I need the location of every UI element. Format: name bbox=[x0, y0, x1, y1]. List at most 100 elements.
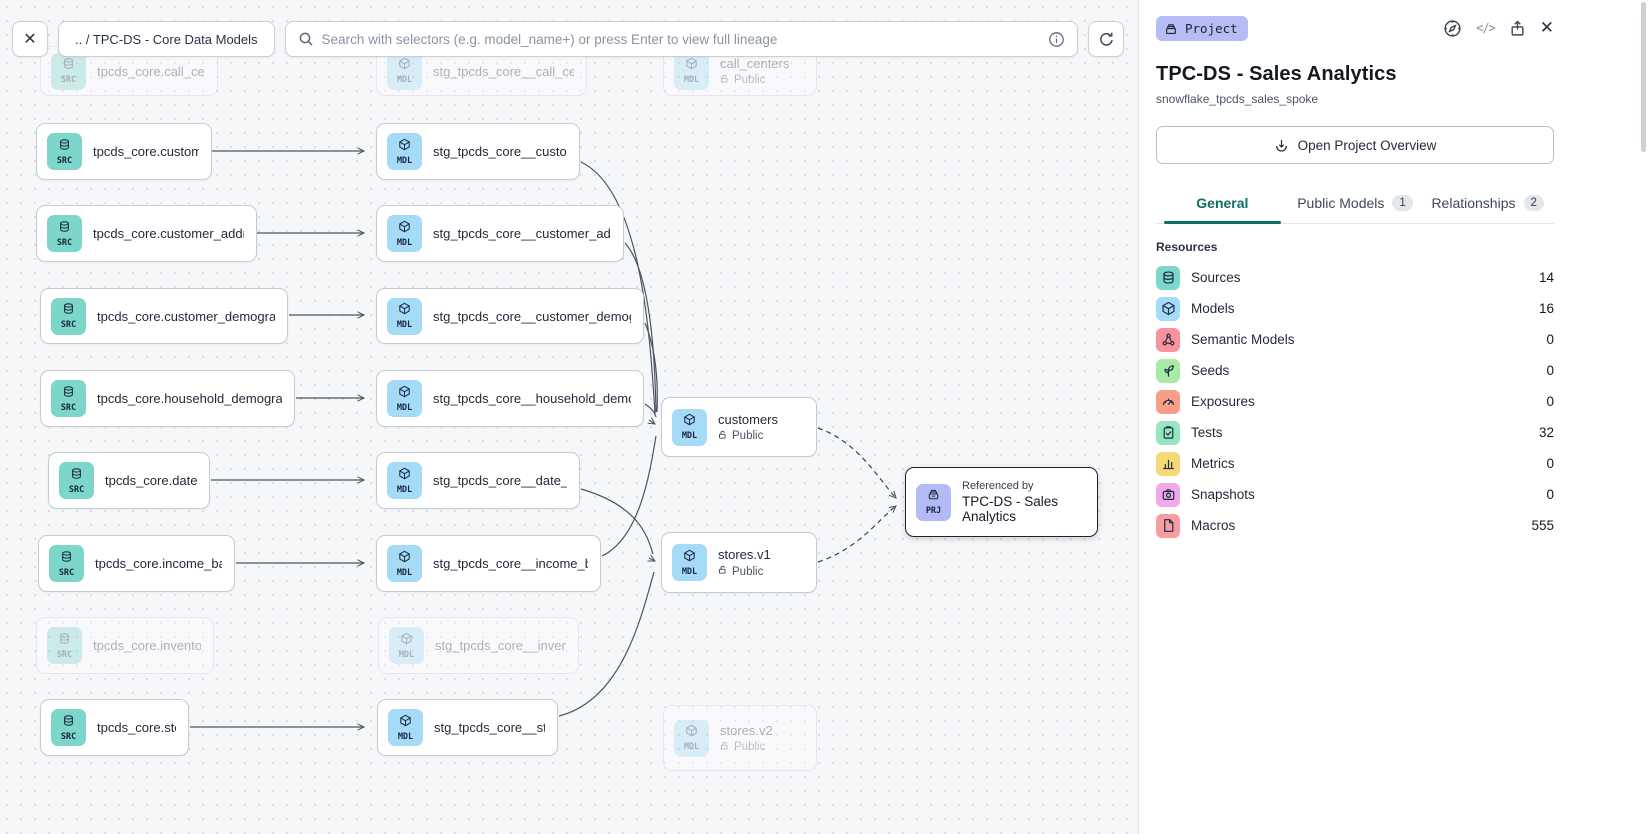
refresh-lineage-button[interactable] bbox=[1088, 21, 1124, 57]
node-type-badge: MDL bbox=[672, 544, 707, 581]
database-icon bbox=[58, 220, 71, 238]
graph-node-prj[interactable]: PRJ Referenced by TPC-DS - Sales Analytic… bbox=[905, 467, 1098, 537]
node-label: stg_tpcds_core__customer_address bbox=[433, 226, 611, 241]
resource-type-label: Project bbox=[1185, 21, 1238, 36]
node-type-badge: MDL bbox=[387, 297, 422, 335]
node-type-label: MDL bbox=[396, 484, 413, 495]
node-type-label: MDL bbox=[398, 649, 415, 660]
semantic-graph-icon bbox=[1156, 327, 1180, 352]
resource-row-semantic-models[interactable]: Semantic Models 0 bbox=[1156, 327, 1554, 352]
open-project-overview-button[interactable]: Open Project Overview bbox=[1156, 126, 1554, 164]
resource-label: Tests bbox=[1191, 425, 1223, 440]
breadcrumb[interactable]: .. / TPC-DS - Core Data Models bbox=[58, 21, 275, 57]
resource-row-metrics[interactable]: Metrics 0 bbox=[1156, 451, 1554, 476]
resource-count: 32 bbox=[1538, 425, 1554, 440]
node-type-badge: SRC bbox=[51, 709, 86, 746]
node-label: TPC-DS - Sales Analytics bbox=[962, 494, 1059, 524]
detail-panel: Project </> ✕ TPC-DS - Sales Analytics s… bbox=[1138, 0, 1648, 834]
explore-lineage-icon[interactable] bbox=[1443, 19, 1462, 38]
node-access: Public bbox=[732, 430, 764, 442]
node-type-label: MDL bbox=[396, 155, 413, 166]
node-type-badge: PRJ bbox=[916, 483, 951, 521]
node-type-badge: MDL bbox=[387, 462, 422, 499]
share-icon[interactable] bbox=[1509, 20, 1526, 37]
cube-icon bbox=[685, 724, 698, 742]
lineage-edge bbox=[601, 435, 657, 557]
camera-icon bbox=[1156, 482, 1180, 507]
node-type-label: SRC bbox=[56, 237, 73, 248]
resource-row-snapshots[interactable]: Snapshots 0 bbox=[1156, 482, 1554, 507]
node-type-label: MDL bbox=[396, 402, 413, 413]
resource-row-seeds[interactable]: Seeds 0 bbox=[1156, 358, 1554, 383]
node-type-label: SRC bbox=[68, 484, 85, 495]
node-type-badge: MDL bbox=[387, 215, 422, 252]
search-input[interactable] bbox=[321, 31, 1040, 47]
database-icon bbox=[58, 138, 71, 156]
node-label: stg_tpcds_core__inventory bbox=[435, 638, 566, 653]
cube-icon bbox=[398, 138, 411, 156]
node-label: tpcds_core.household_demographics bbox=[97, 391, 282, 406]
project-subtitle: snowflake_tpcds_sales_spoke bbox=[1156, 92, 1319, 106]
resource-count: 0 bbox=[1546, 332, 1554, 347]
graph-node-mdl[interactable]: MDLstg_tpcds_core__household_demogr... bbox=[376, 370, 644, 427]
close-lineage-button[interactable]: ✕ bbox=[12, 21, 48, 57]
graph-node-mdl[interactable]: MDLstg_tpcds_core__customer_demogra... bbox=[376, 288, 644, 344]
graph-node-mdl[interactable]: MDL stg_tpcds_core__customer_address bbox=[376, 205, 624, 262]
resource-label: Macros bbox=[1191, 518, 1236, 533]
database-icon bbox=[62, 302, 75, 320]
node-type-label: SRC bbox=[60, 320, 77, 331]
resource-row-macros[interactable]: Macros 555 bbox=[1156, 513, 1554, 538]
code-icon[interactable]: </> bbox=[1476, 21, 1496, 35]
cube-icon bbox=[1156, 296, 1180, 321]
tab-general[interactable]: General bbox=[1156, 186, 1289, 224]
refresh-icon bbox=[1098, 31, 1115, 48]
node-label: tpcds_core.inventory bbox=[93, 638, 201, 653]
node-type-label: MDL bbox=[396, 237, 413, 248]
cube-icon bbox=[399, 714, 412, 732]
resource-row-tests[interactable]: Tests 32 bbox=[1156, 420, 1554, 445]
panel-scrollbar[interactable] bbox=[1641, 2, 1646, 830]
resource-row-exposures[interactable]: Exposures 0 bbox=[1156, 389, 1554, 414]
node-type-label: MDL bbox=[396, 75, 413, 86]
overview-button-label: Open Project Overview bbox=[1297, 137, 1437, 153]
resource-label: Sources bbox=[1191, 270, 1241, 285]
node-label: stores.v2 bbox=[720, 722, 773, 738]
lineage-edge bbox=[644, 403, 657, 418]
close-panel-icon[interactable]: ✕ bbox=[1539, 18, 1554, 37]
cube-icon bbox=[398, 550, 411, 568]
node-type-badge: MDL bbox=[388, 709, 423, 746]
graph-node-mdl[interactable]: MDL stg_tpcds_core__inventory bbox=[378, 617, 579, 674]
node-type-label: SRC bbox=[56, 155, 73, 166]
tab-label: Relationships bbox=[1431, 195, 1516, 211]
info-icon[interactable] bbox=[1048, 31, 1065, 48]
node-kicker: Referenced by bbox=[962, 480, 1034, 492]
node-label: call_centers bbox=[720, 55, 790, 71]
resource-type-badge: Project bbox=[1156, 16, 1248, 41]
node-type-label: MDL bbox=[396, 567, 413, 578]
cube-icon bbox=[398, 467, 411, 485]
resource-row-models[interactable]: Models 16 bbox=[1156, 296, 1554, 321]
database-icon bbox=[62, 57, 75, 75]
resources-list: Sources 14 Models 16 Semantic Models 0 S… bbox=[1156, 265, 1554, 538]
resource-row-sources[interactable]: Sources 14 bbox=[1156, 265, 1554, 290]
cube-icon bbox=[398, 302, 411, 320]
